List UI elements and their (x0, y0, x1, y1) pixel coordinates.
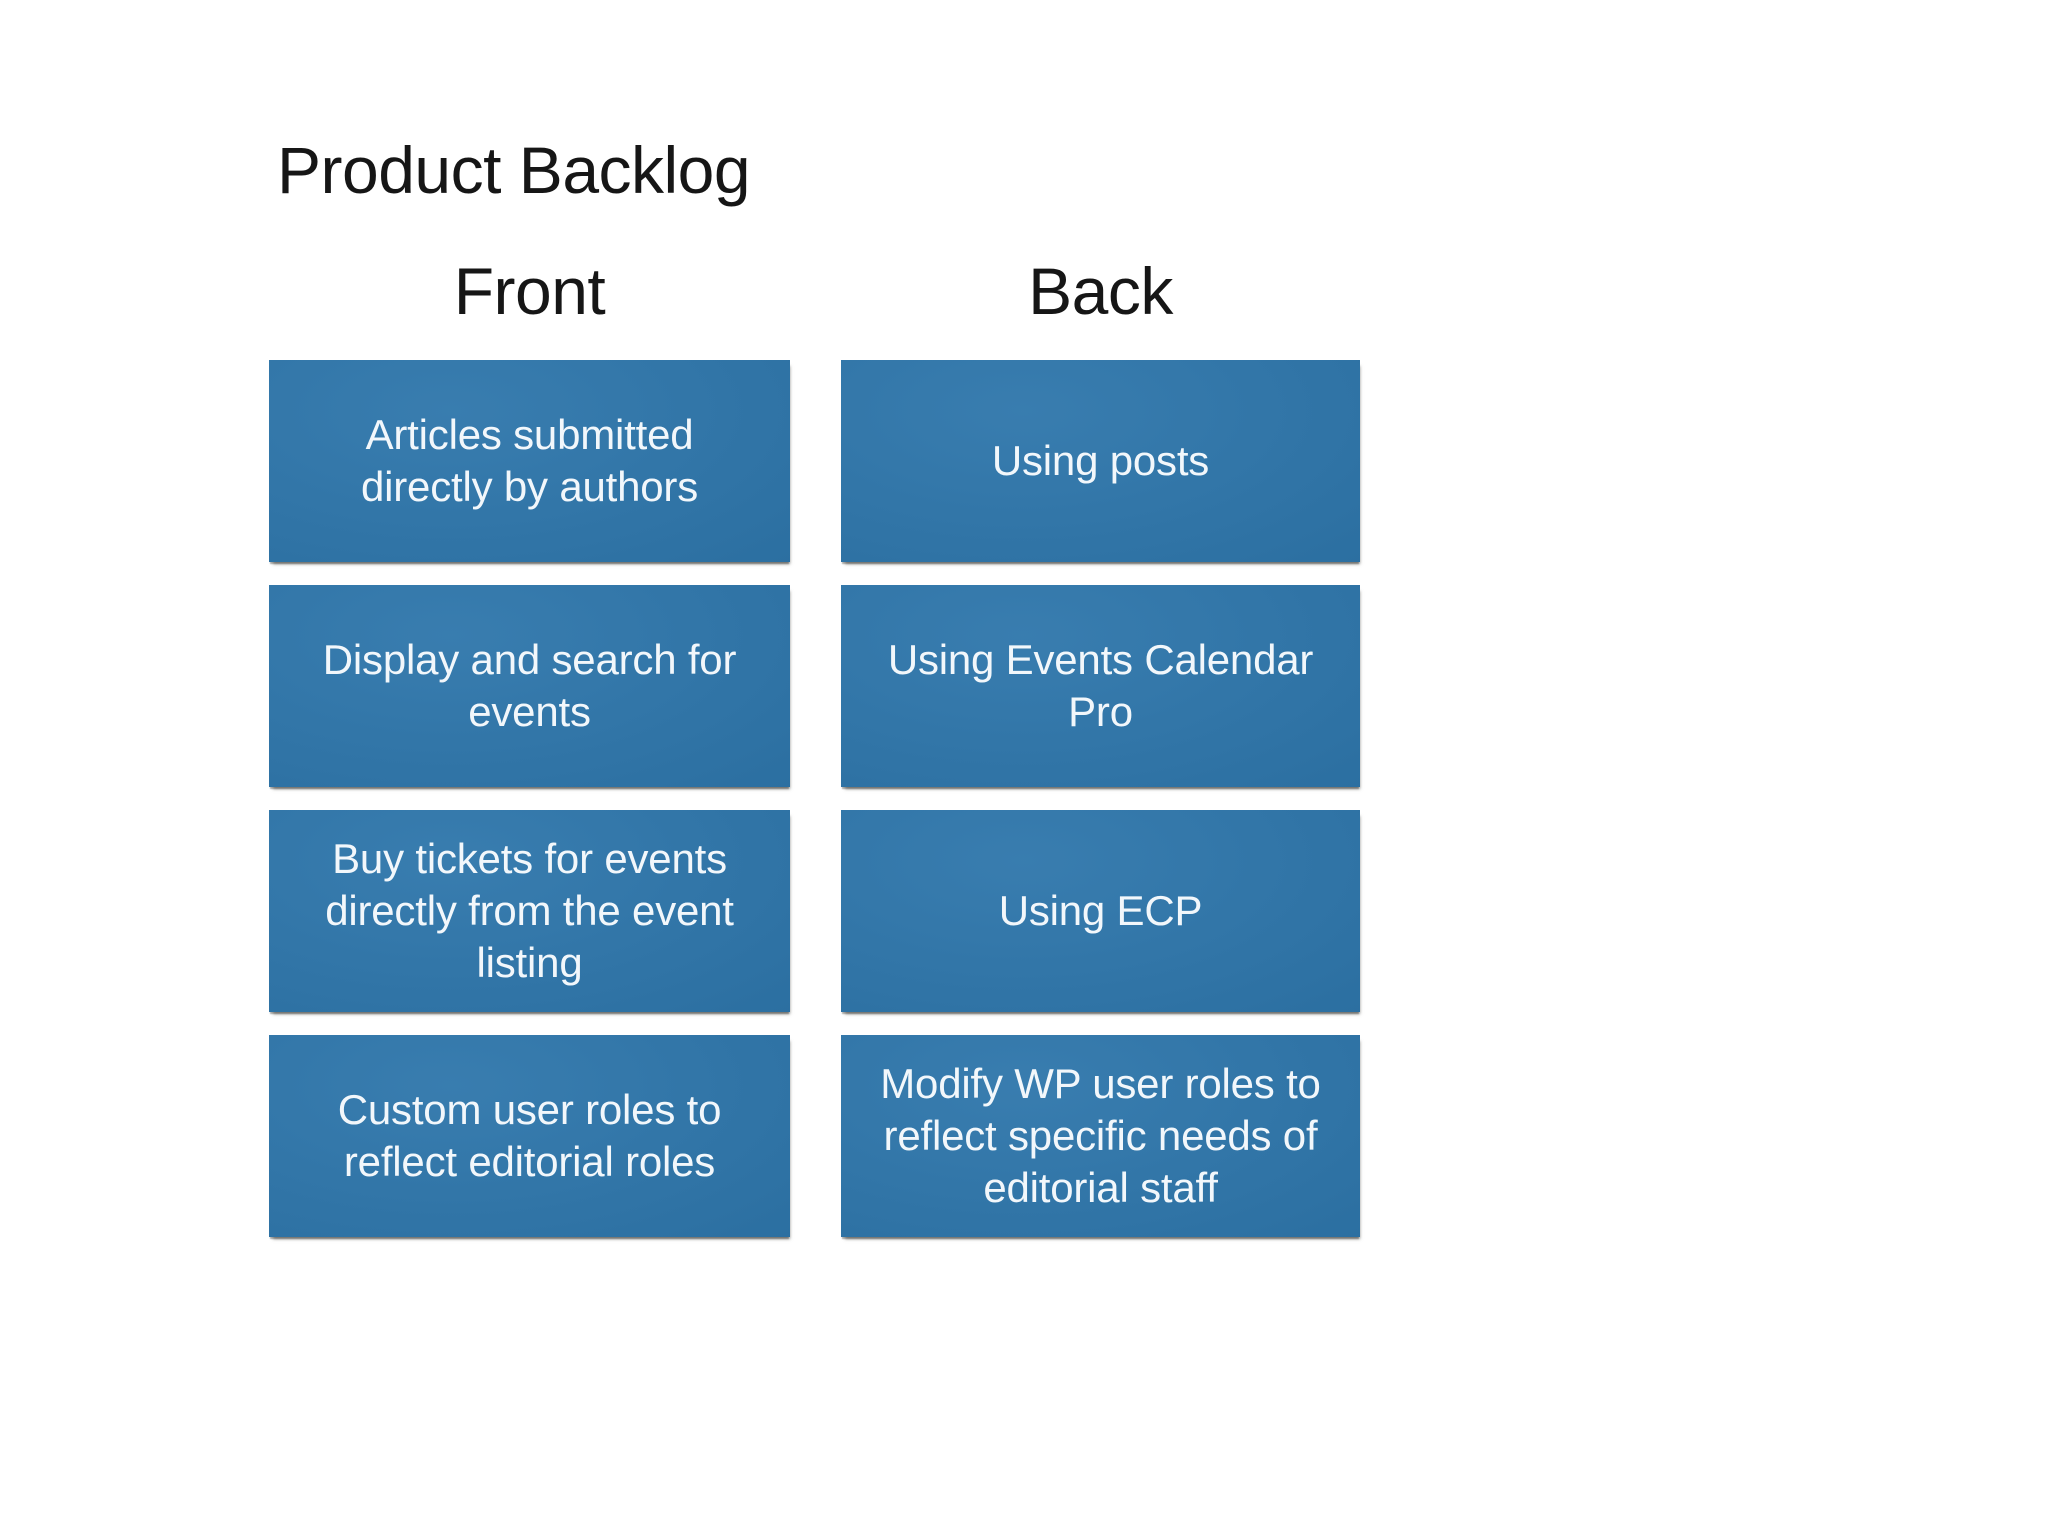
backlog-card: Articles submitted directly by authors (269, 360, 790, 562)
back-column: Using posts Using Events Calendar Pro Us… (841, 360, 1360, 1237)
column-header-back: Back (1028, 254, 1173, 328)
column-header-front: Front (453, 254, 606, 328)
backlog-card-text: Using posts (991, 436, 1210, 484)
backlog-card: Display and search for events (269, 585, 790, 787)
backlog-card-text: Using ECP (998, 886, 1203, 934)
backlog-card-text: Buy tickets for events directly from the… (325, 834, 734, 987)
front-column: Articles submitted directly by authors D… (269, 360, 790, 1237)
backlog-card-text: Articles submitted directly by authors (360, 410, 699, 510)
backlog-card: Using posts (841, 360, 1360, 562)
page-title: Product Backlog (277, 133, 751, 207)
backlog-card-text: Display and search for events (322, 635, 737, 735)
backlog-card: Buy tickets for events directly from the… (269, 810, 790, 1012)
backlog-card: Modify WP user roles to reflect specific… (841, 1035, 1360, 1237)
backlog-card: Using Events Calendar Pro (841, 585, 1360, 787)
backlog-card-text: Modify WP user roles to reflect specific… (880, 1059, 1321, 1212)
backlog-card: Custom user roles to reflect editorial r… (269, 1035, 790, 1237)
backlog-card-text: Using Events Calendar Pro (887, 635, 1314, 735)
backlog-card: Using ECP (841, 810, 1360, 1012)
backlog-card-text: Custom user roles to reflect editorial r… (337, 1085, 722, 1185)
